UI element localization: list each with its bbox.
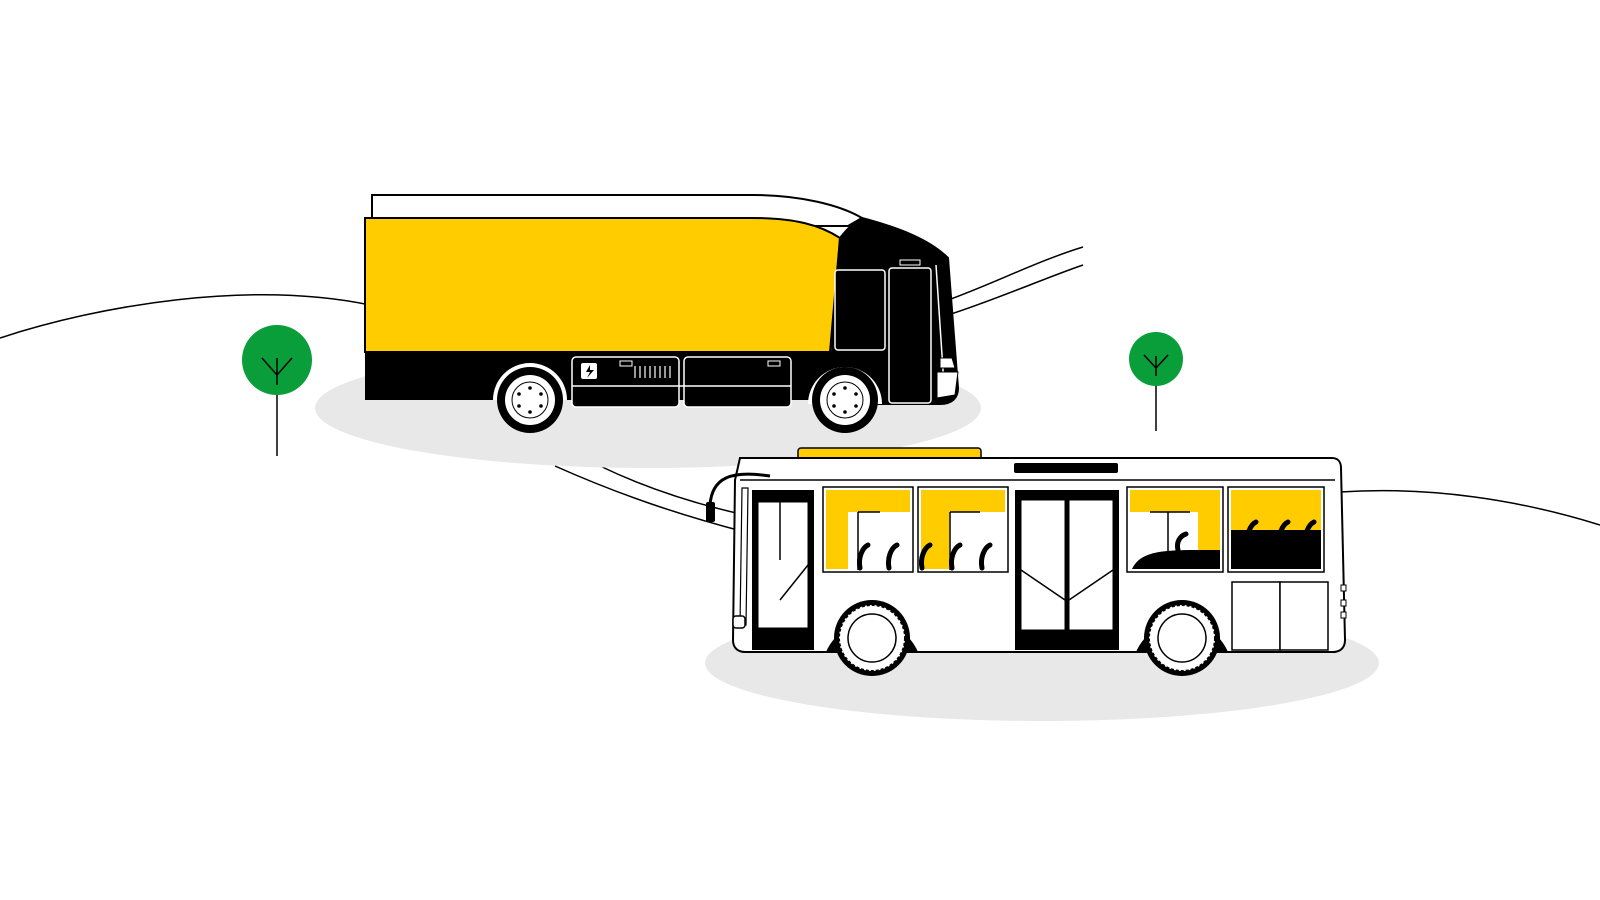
bus-window [1227, 486, 1325, 573]
electric-bus [706, 447, 1347, 676]
bus-wheel-front [834, 600, 910, 676]
truck-cab-window [834, 269, 886, 351]
bus-destination-sign [1014, 463, 1118, 473]
road [554, 246, 1084, 533]
bus-middle-door [1015, 490, 1119, 650]
truck-front-lamp [936, 371, 959, 399]
electric-truck [364, 194, 960, 433]
truck-battery-panel [683, 356, 792, 408]
bus-headlight [732, 615, 746, 629]
bus-window [917, 486, 1009, 573]
hill-line-right [1339, 489, 1600, 526]
road-edge-upper [947, 246, 1084, 301]
road-edge-right [599, 465, 746, 516]
bus-wheel-rear [1144, 600, 1220, 676]
truck-cab-door [888, 267, 932, 404]
truck-wheel-rear [497, 367, 563, 433]
truck-battery-panel [571, 356, 680, 408]
bus-window [1126, 486, 1224, 573]
bus-rear-panel [1231, 581, 1329, 651]
truck-cargo-box [364, 217, 842, 353]
hill-line-left [0, 294, 371, 339]
road-edge-lower [947, 264, 1084, 316]
truck-wheel-front [812, 367, 878, 433]
bus-front-door [752, 490, 814, 650]
truck-headlight [939, 357, 956, 369]
tree-left [242, 325, 312, 456]
bus-window [822, 486, 914, 573]
tree-right [1129, 332, 1183, 431]
road-edge-left [554, 465, 746, 533]
truck-vent [634, 366, 671, 378]
